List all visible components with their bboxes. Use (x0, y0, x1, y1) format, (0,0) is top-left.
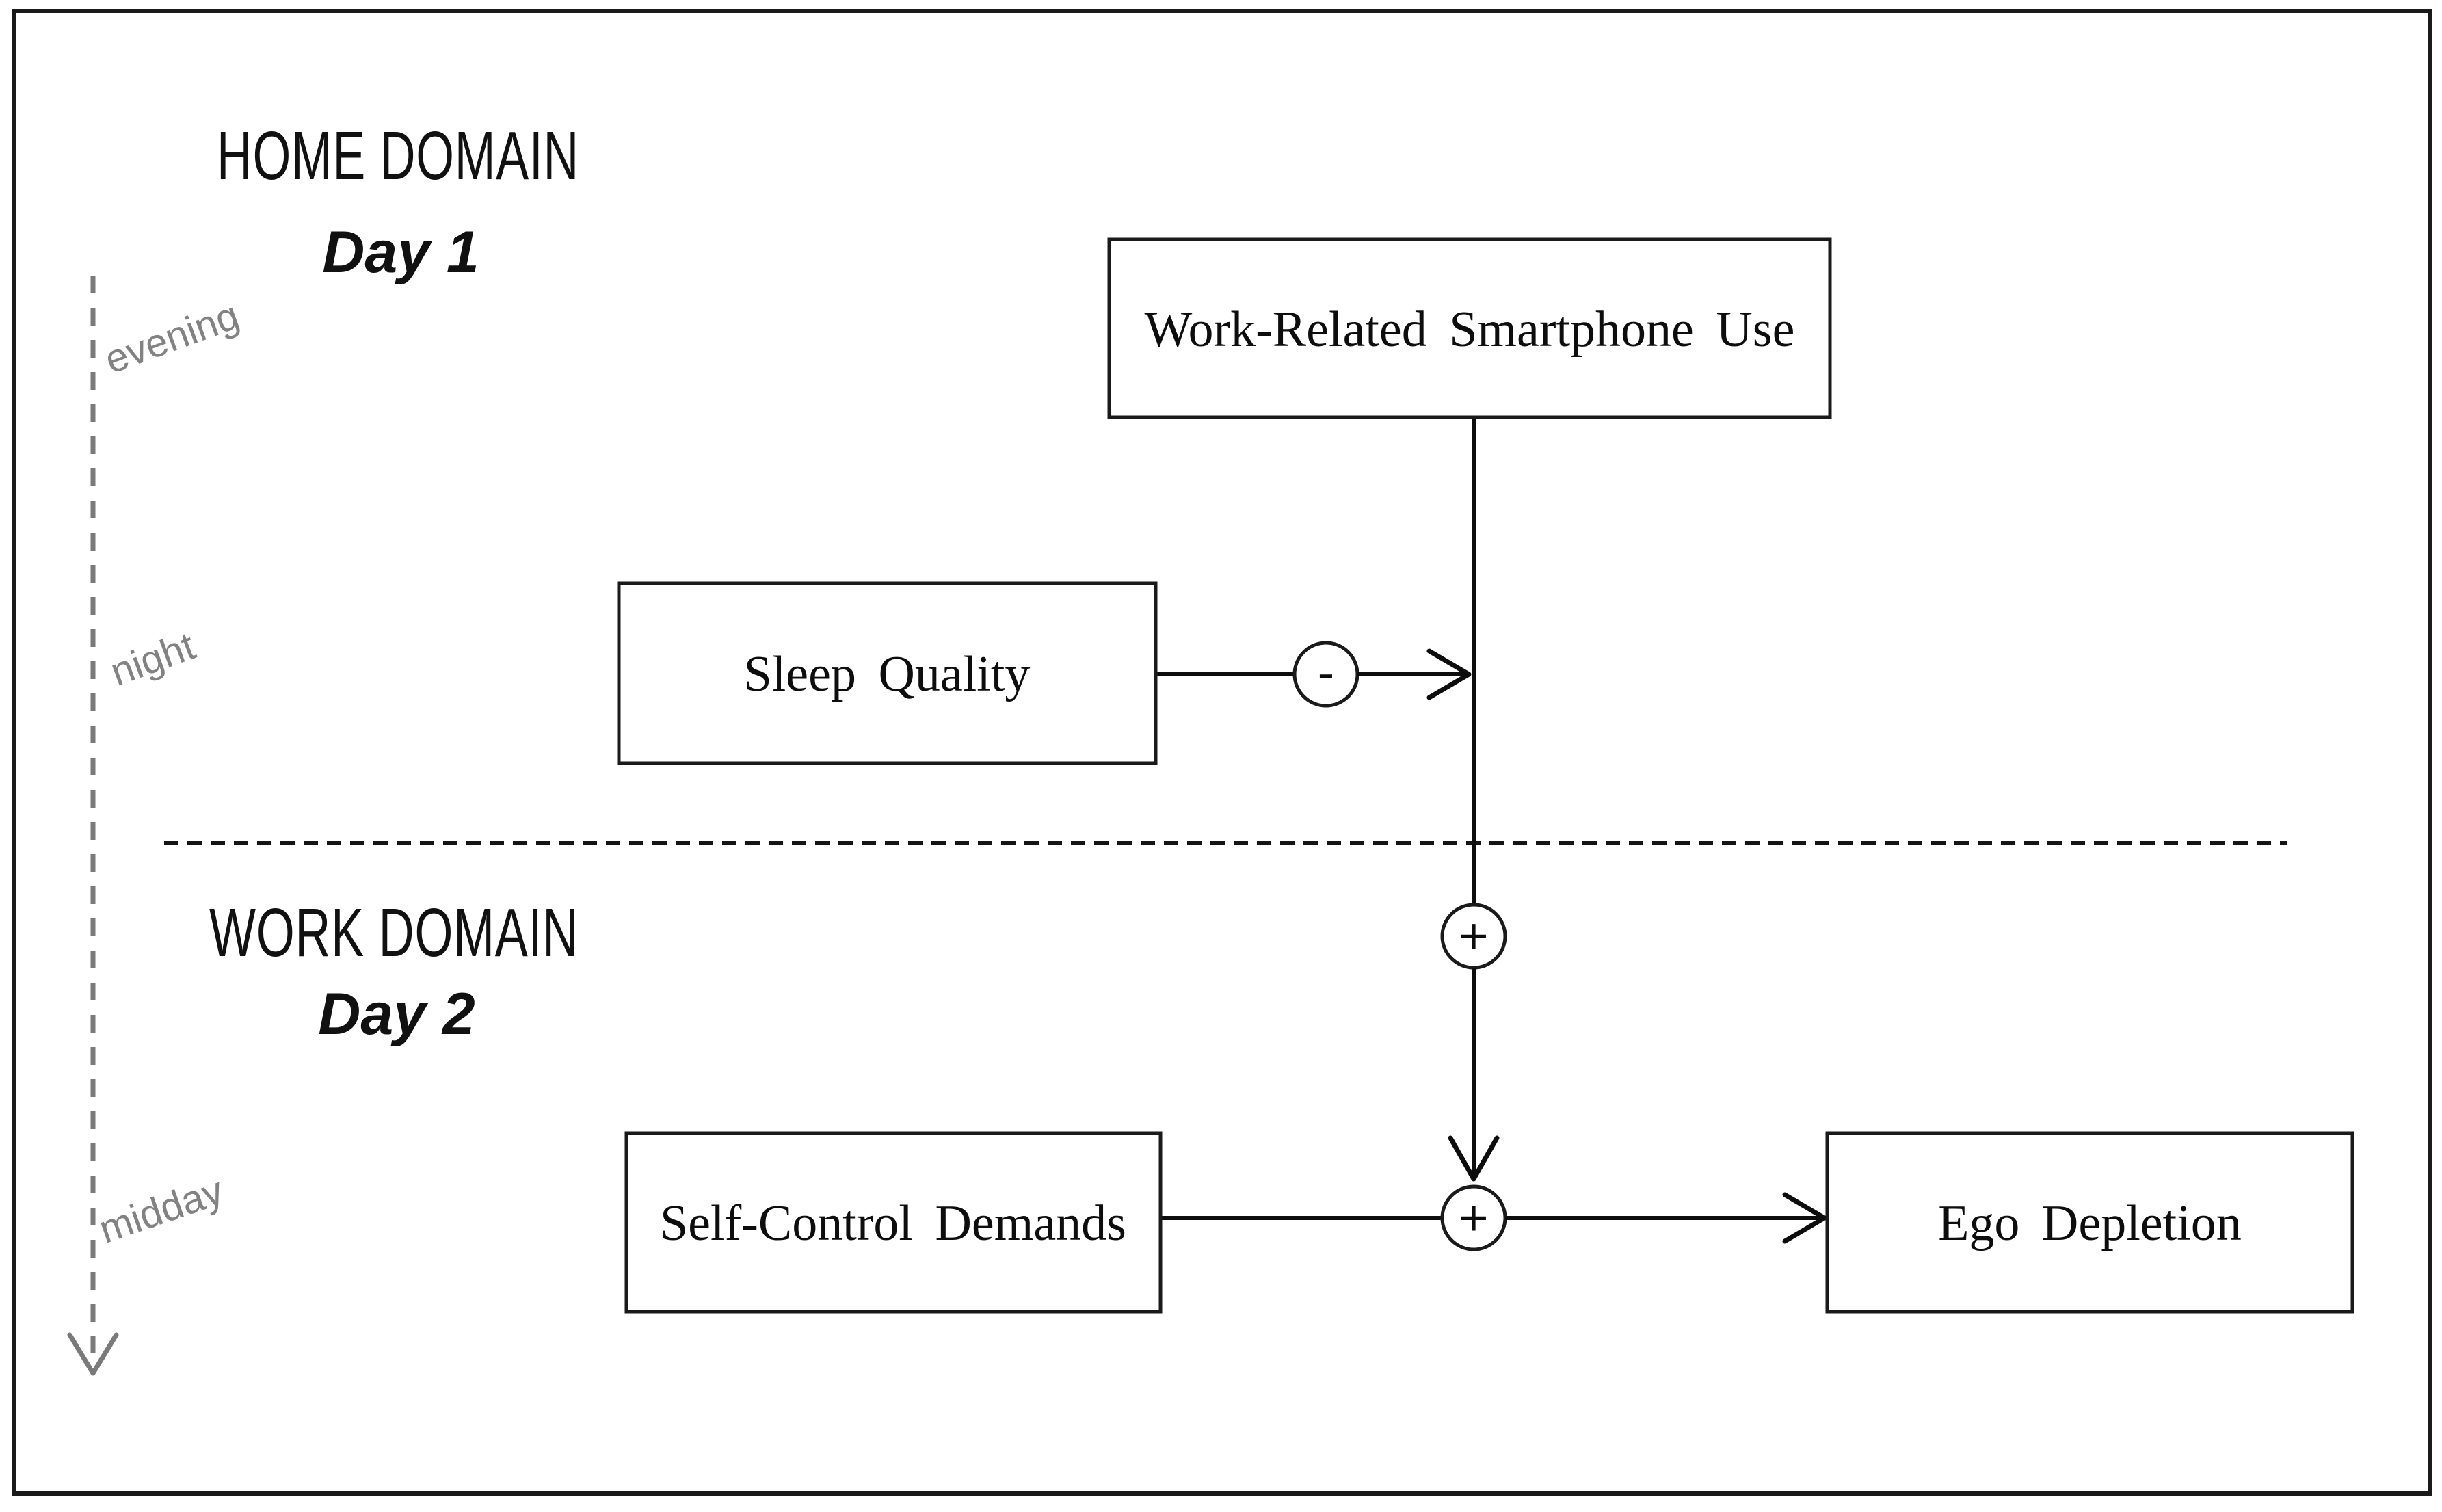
home-domain-day: Day 1 (322, 220, 479, 285)
work-domain-day: Day 2 (318, 981, 475, 1047)
use-to-depletion-plus-sign: + (1459, 907, 1488, 964)
node-demands-label: Self-Control Demands (660, 1195, 1126, 1251)
node-demands-rect (624, 1131, 1163, 1314)
timeline-label-evening: evening (99, 293, 245, 382)
figure-border (12, 9, 2432, 1496)
edge-sleep-arrowhead-icon (1426, 648, 1472, 700)
node-smartphone-box: Work-Related Smartphone Use (1107, 237, 1832, 419)
node-demands-box: Self-Control Demands (624, 1131, 1163, 1314)
node-smartphone-rect (1107, 237, 1832, 419)
node-smartphone-label: Work-Related Smartphone Use (1145, 302, 1795, 358)
work-domain-title: WORK DOMAIN (209, 894, 579, 971)
node-sleep-label: Sleep Quality (744, 646, 1031, 702)
node-sleep-box: Sleep Quality (617, 581, 1158, 765)
edge-down-arrowhead-icon (1448, 1135, 1500, 1182)
sleep-minus-sign: - (1318, 644, 1335, 701)
timeline-label-midday: midday (94, 1168, 229, 1251)
node-depletion-label: Ego Depletion (1938, 1195, 2242, 1251)
node-depletion-box: Ego Depletion (1825, 1131, 2354, 1314)
edge-demands-arrowhead-icon (1782, 1192, 1827, 1244)
timeline-axis: evening night midday (67, 276, 245, 1376)
node-sleep-rect (617, 581, 1158, 765)
timeline-arrowhead-icon (67, 1332, 119, 1376)
home-domain-title: HOME DOMAIN (217, 118, 579, 194)
node-depletion-rect (1825, 1131, 2354, 1314)
timeline-label-night: night (105, 624, 200, 695)
demands-plus-sign: + (1459, 1189, 1488, 1246)
